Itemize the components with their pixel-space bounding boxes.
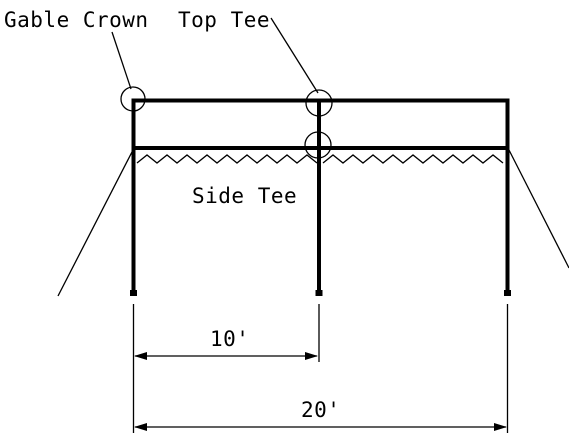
center-pole	[317, 98, 321, 291]
pole-feet	[130, 290, 511, 296]
dimension-10ft: 10'	[134, 327, 318, 360]
extension-lines	[132, 304, 509, 433]
right-guy-line	[508, 149, 569, 269]
left-pole	[131, 98, 136, 291]
side-tee-label: Side Tee	[192, 184, 297, 208]
dimension-20ft: 20'	[134, 398, 507, 431]
top-tee-leader	[270, 17, 319, 94]
gable-crown-label: Gable Crown	[4, 8, 149, 32]
valance-scallops	[136, 154, 504, 164]
gable-crown-leader	[111, 31, 132, 90]
top-tee-label: Top Tee	[178, 8, 270, 32]
dimension-20ft-label: 20'	[301, 398, 340, 422]
left-guy-line	[57, 149, 134, 297]
dimension-10ft-label: 10'	[210, 327, 249, 351]
right-pole	[505, 98, 510, 291]
